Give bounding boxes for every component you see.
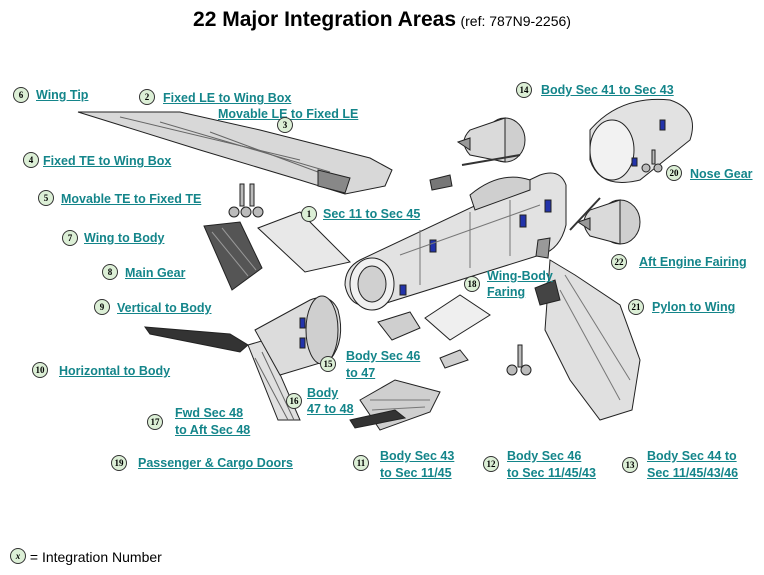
flap-piece — [203, 221, 263, 291]
badge-17: 17 — [147, 414, 163, 430]
badge-2: 2 — [139, 89, 155, 105]
label-body-sec46-to-47-line2[interactable]: to 47 — [346, 366, 376, 380]
label-movable-te-to-fixed-te[interactable]: Movable TE to Fixed TE — [61, 192, 202, 206]
title-main: 22 Major Integration Areas — [193, 8, 456, 31]
page-title: 22 Major Integration Areas (ref: 787N9-2… — [0, 8, 764, 32]
center-fuselage — [344, 172, 567, 311]
horizontal-stabilizer — [143, 326, 249, 353]
main-gear-right — [506, 344, 532, 376]
label-nose-gear[interactable]: Nose Gear — [690, 167, 753, 181]
label-horizontal-to-body[interactable]: Horizontal to Body — [59, 364, 171, 378]
fairing-panel-b — [424, 294, 491, 341]
engine-forward — [456, 117, 526, 163]
title-ref: (ref: 787N9-2256) — [460, 13, 571, 29]
nose-gear — [641, 149, 663, 173]
label-body-sec44-line1[interactable]: Body Sec 44 to — [647, 449, 737, 463]
engine-aft — [576, 199, 641, 245]
badge-9: 9 — [94, 299, 110, 315]
label-body-sec43-line2[interactable]: to Sec 11/45 — [380, 466, 452, 480]
aft-fuselage — [254, 295, 342, 376]
label-wing-tip[interactable]: Wing Tip — [36, 88, 89, 102]
label-wing-body-faring-line1[interactable]: Wing-Body — [487, 269, 553, 283]
badge-11: 11 — [353, 455, 369, 471]
label-fwd-sec48-line2[interactable]: to Aft Sec 48 — [175, 423, 251, 437]
label-main-gear[interactable]: Main Gear — [125, 266, 186, 280]
legend-badge: x — [10, 548, 26, 565]
right-wing — [534, 259, 641, 421]
legend-text: = Integration Number — [29, 549, 162, 565]
badge-13: 13 — [622, 457, 638, 473]
label-vertical-to-body[interactable]: Vertical to Body — [117, 301, 212, 315]
label-body-47-to-48-line1[interactable]: Body — [307, 386, 339, 400]
fairing-panel-a — [377, 311, 421, 341]
label-body-sec46-line2[interactable]: to Sec 11/45/43 — [507, 466, 596, 480]
badge-15: 15 — [320, 356, 336, 372]
badge-7: 7 — [62, 230, 78, 246]
te-panel — [257, 211, 351, 273]
label-wing-body-faring-line2[interactable]: Faring — [487, 285, 526, 299]
badge-1: 1 — [301, 206, 317, 222]
badge-19: 19 — [111, 455, 127, 471]
nose-section — [589, 98, 693, 183]
label-sec11-to-sec45[interactable]: Sec 11 to Sec 45 — [323, 207, 421, 221]
label-aft-engine-fairing[interactable]: Aft Engine Fairing — [639, 255, 747, 269]
badge-3: 3 — [277, 117, 293, 133]
label-fixed-te-to-wing-box[interactable]: Fixed TE to Wing Box — [43, 154, 172, 168]
badge-5: 5 — [38, 190, 54, 206]
main-gear-left — [228, 183, 264, 218]
badge-10: 10 — [32, 362, 48, 378]
label-body-sec43-line1[interactable]: Body Sec 43 — [380, 449, 455, 463]
label-pylon-to-wing[interactable]: Pylon to Wing — [652, 300, 736, 314]
badge-22: 22 — [611, 254, 627, 270]
badge-20: 20 — [666, 165, 682, 181]
badge-21: 21 — [628, 299, 644, 315]
badge-14: 14 — [516, 82, 532, 98]
badge-8: 8 — [102, 264, 118, 280]
label-body-47-to-48-line2[interactable]: 47 to 48 — [307, 402, 354, 416]
badge-12: 12 — [483, 456, 499, 472]
badge-6: 6 — [13, 87, 29, 103]
label-movable-le-to-fixed-le[interactable]: Movable LE to Fixed LE — [218, 107, 359, 121]
label-wing-to-body[interactable]: Wing to Body — [84, 231, 165, 245]
label-body-sec44-line2[interactable]: Sec 11/45/43/46 — [647, 466, 739, 480]
label-body-sec41-to-sec43[interactable]: Body Sec 41 to Sec 43 — [541, 83, 674, 97]
badge-4: 4 — [23, 152, 39, 168]
badge-16: 16 — [286, 393, 302, 409]
part-sec41-strut — [429, 174, 453, 191]
label-fixed-le-to-wing-box[interactable]: Fixed LE to Wing Box — [163, 91, 292, 105]
legend: x = Integration Number — [10, 548, 162, 566]
part-small-bracket — [535, 237, 551, 259]
badge-18: 18 — [464, 276, 480, 292]
label-body-sec46-to-47-line1[interactable]: Body Sec 46 — [346, 349, 421, 363]
label-passenger-cargo-doors[interactable]: Passenger & Cargo Doors — [138, 456, 293, 470]
label-body-sec46-line1[interactable]: Body Sec 46 — [507, 449, 582, 463]
fairing-panel-c — [439, 349, 469, 369]
label-fwd-sec48-line1[interactable]: Fwd Sec 48 — [175, 406, 244, 420]
left-wing — [77, 111, 393, 195]
keel-section — [349, 379, 441, 431]
